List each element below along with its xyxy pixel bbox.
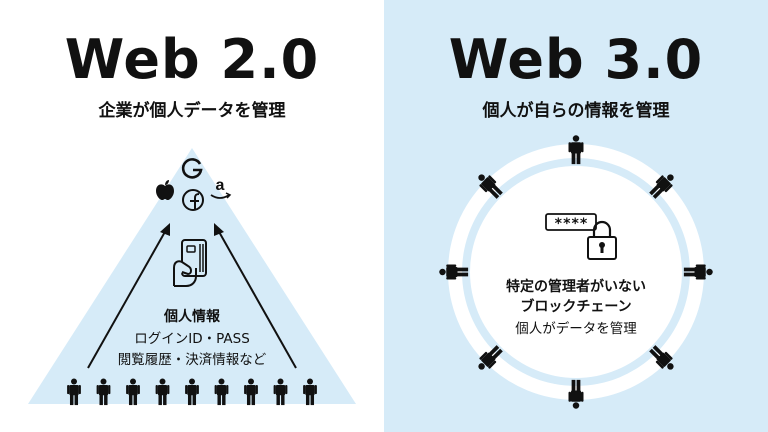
person-icon [683,264,713,280]
person-icon [649,345,674,370]
hand-card-icon [173,239,207,287]
web3-panel: Web 3.0 個人が自らの情報を管理 **** 特定の管理者がいない ブロック… [384,0,768,432]
apple-icon [156,180,174,200]
password-lock-icon: **** [545,213,617,260]
arrow-left [87,223,170,369]
center-line3: 個人がデータを管理 [515,321,637,337]
people-row [67,378,317,406]
web2-diagram: a [28,148,356,406]
web2-subtitle: 企業が個人データを管理 [98,101,286,121]
personal-info-heading: 個人情報 [164,309,220,325]
person-icon [478,345,503,370]
inner-circle [470,166,682,378]
web2-title: Web 2.0 [64,28,320,91]
person-icon [568,135,584,165]
center-line1: 特定の管理者がいない [506,279,646,295]
person-icon [96,378,111,406]
person-icon [439,264,469,280]
amazon-icon: a [210,177,232,199]
password-mask: **** [554,216,588,232]
personal-info-line2: 閲覧履歴・決済情報など [117,352,267,368]
web3-title: Web 3.0 [448,28,704,91]
person-icon [214,378,229,406]
person-icon [155,378,170,406]
person-icon [303,378,317,406]
person-icon [273,378,288,406]
arrow-right [214,223,297,369]
web3-subtitle: 個人が自らの情報を管理 [482,101,670,121]
web3-diagram: **** [439,135,713,409]
person-icon [126,378,140,406]
center-line2: ブロックチェーン [520,299,632,315]
person-icon [478,174,503,199]
ring-people [439,135,713,409]
person-icon [185,378,199,406]
personal-info-line1: ログインID・PASS [134,331,250,347]
google-icon [181,158,203,179]
person-icon [568,379,584,409]
facebook-icon [182,189,204,211]
person-icon [244,378,258,406]
svg-text:a: a [216,177,225,194]
person-icon [67,378,81,406]
person-icon [649,174,674,199]
web2-panel: Web 2.0 企業が個人データを管理 a [28,28,356,406]
